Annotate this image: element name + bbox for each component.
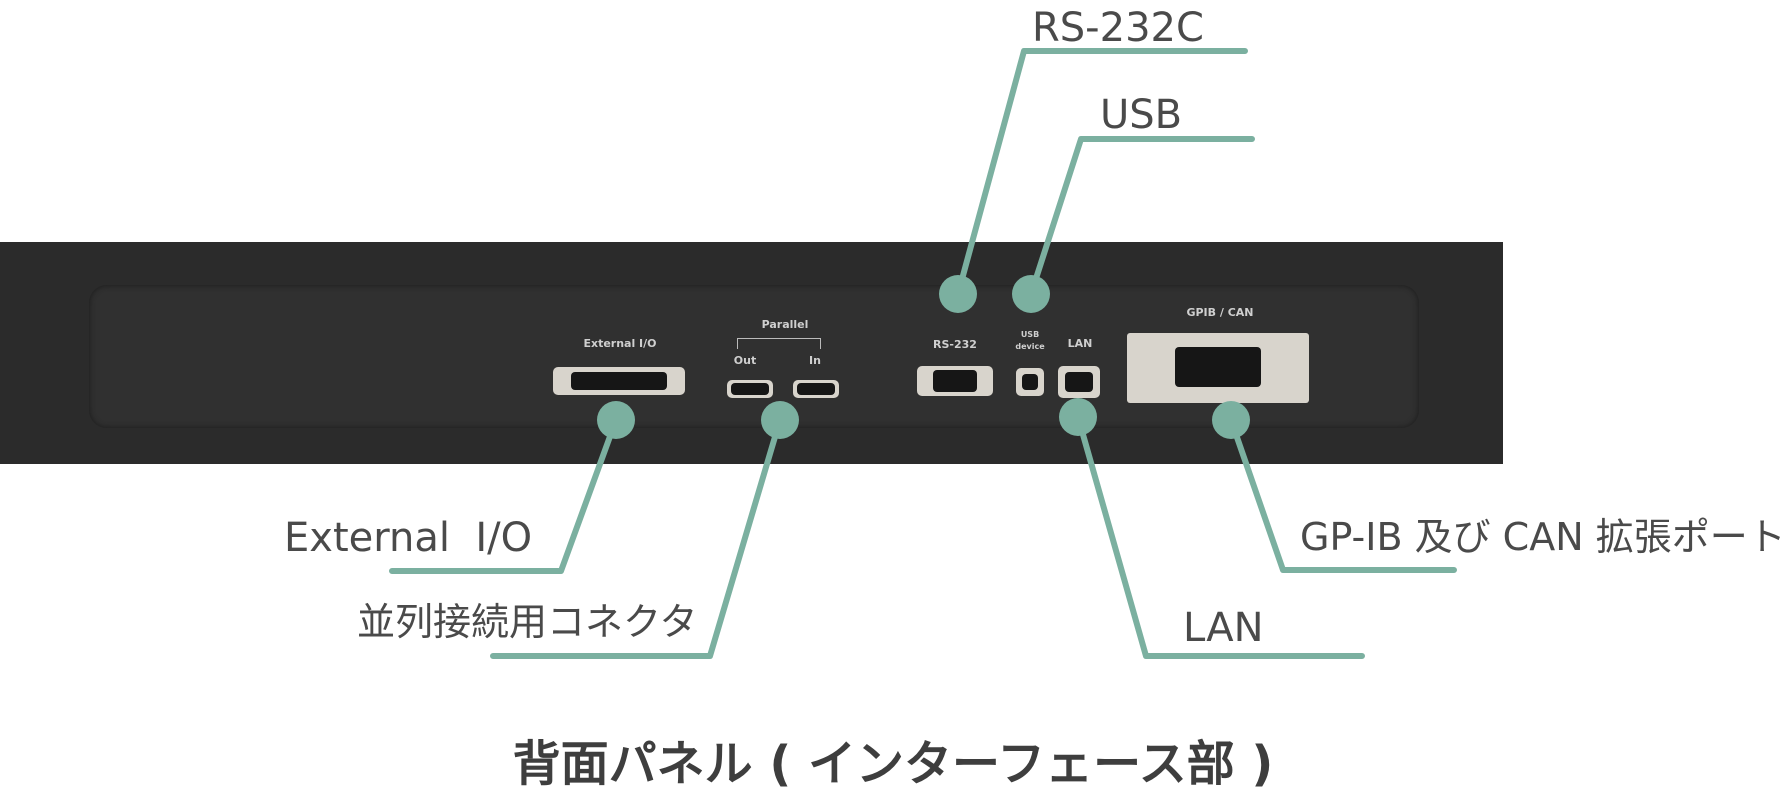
panel-label-device: device xyxy=(1015,342,1045,351)
panel-label-gpib-can: GPIB / CAN xyxy=(1186,306,1254,319)
callout-usb: USB xyxy=(1100,92,1183,138)
panel-label-rs232: RS-232 xyxy=(933,338,977,351)
usb-marker-dot xyxy=(1012,275,1050,313)
panel-label-external-io: External I/O xyxy=(583,337,657,350)
rs232-connector xyxy=(917,366,993,396)
lan-connector xyxy=(1058,366,1100,398)
parallel-in-connector xyxy=(793,380,839,398)
parallel-leader xyxy=(490,417,783,659)
lan-leader xyxy=(1075,414,1365,659)
external-io-connector xyxy=(553,367,685,395)
usb-leader xyxy=(1028,136,1255,297)
panel-label-usb: USB xyxy=(1020,330,1040,339)
callout-rs232c: RS-232C xyxy=(1032,5,1204,51)
callout-lan: LAN xyxy=(1183,605,1264,651)
lan-marker-dot xyxy=(1059,398,1097,436)
external-io-marker-dot xyxy=(597,401,635,439)
gpib-can-marker-dot xyxy=(1212,401,1250,439)
gpib-can-leader xyxy=(1228,417,1457,573)
parallel-out-connector xyxy=(727,380,773,398)
rs232-marker-dot xyxy=(939,275,977,313)
panel-label-parallel: Parallel xyxy=(761,318,809,331)
callout-external-io: External I/O xyxy=(284,515,533,561)
callout-gpib-can: GP-IB 及び CAN 拡張ポート xyxy=(1300,515,1786,559)
diagram-title: 背面パネル ( インターフェース部 ) xyxy=(512,736,1274,792)
external-io-leader xyxy=(389,417,619,574)
panel-label-lan: LAN xyxy=(1067,337,1093,350)
callout-parallel: 並列接続用コネクタ xyxy=(357,600,698,644)
panel-label-out: Out xyxy=(733,354,757,367)
parallel-bracket xyxy=(737,338,821,349)
rs232c-leader xyxy=(955,48,1248,297)
usb-device-connector xyxy=(1016,368,1044,396)
panel-label-in: In xyxy=(809,354,821,367)
gpib-can-port xyxy=(1127,333,1309,403)
parallel-marker-dot xyxy=(761,401,799,439)
